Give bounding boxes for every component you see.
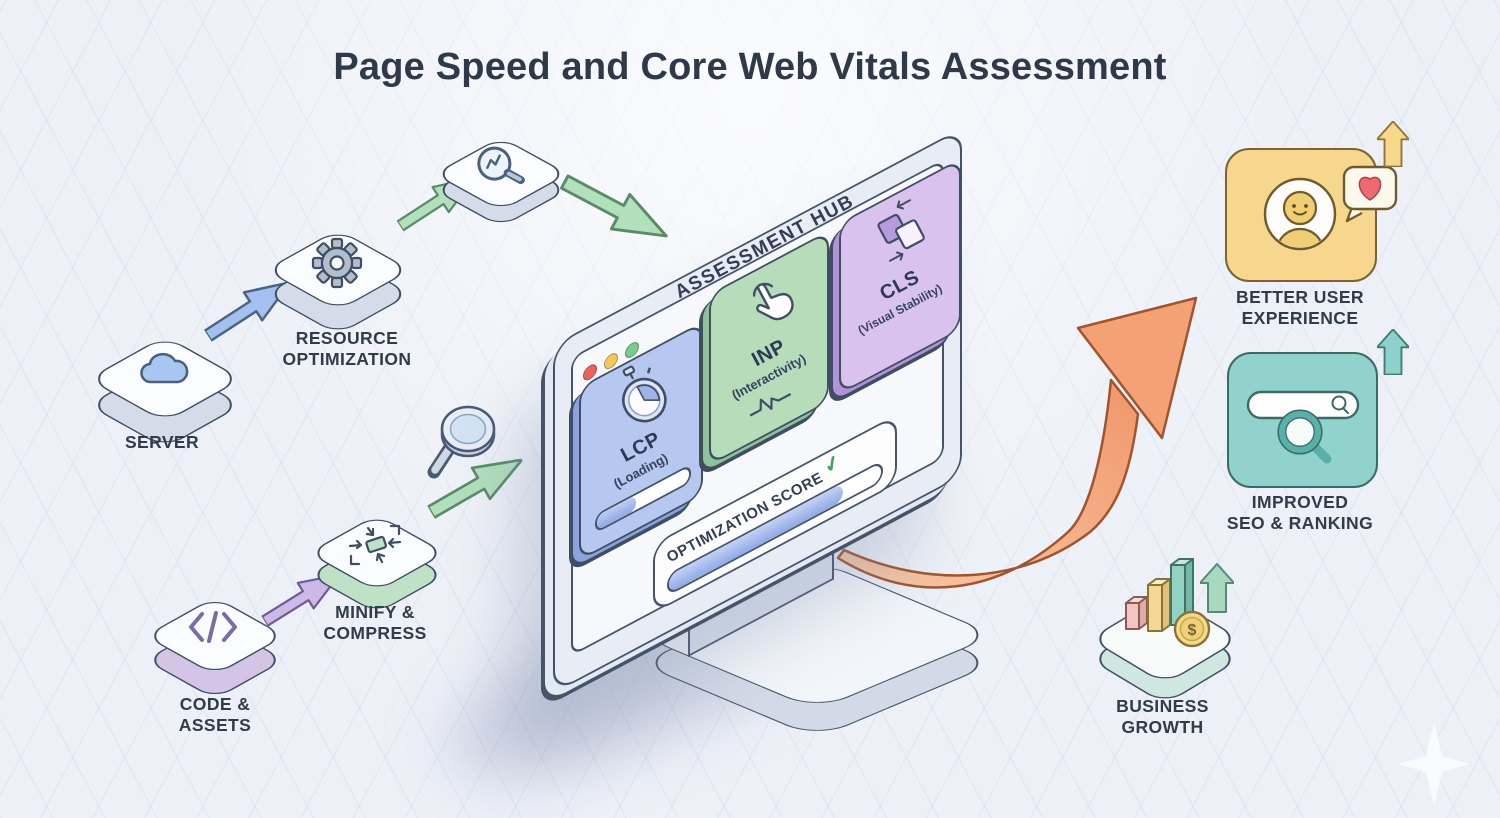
server-label: SERVER: [124, 432, 200, 452]
check-icon: ✓: [819, 449, 847, 479]
bars-coin-icon: $: [1125, 558, 1211, 648]
code-brackets-icon: [189, 611, 237, 643]
layout-shift-icon: [877, 199, 925, 262]
up-arrow-teal-icon: [1377, 329, 1409, 375]
arrow-audit-to-monitor: [560, 174, 668, 238]
arrow-server-to-resource: [203, 281, 292, 342]
magnifier-chart-icon: [477, 146, 525, 185]
minify-compress-label: MINIFY & COMPRESS: [323, 602, 427, 643]
heart-bubble-icon: [1342, 165, 1398, 223]
assessment-monitor: ASSESSMENT HUB LCP (Loading) INP (Intera…: [553, 127, 962, 695]
sparkle-icon: [1398, 722, 1470, 806]
code-assets-label: CODE & ASSETS: [178, 694, 252, 735]
tap-icon: [752, 282, 794, 321]
business-growth-label: BUSINESS GROWTH: [1116, 696, 1209, 737]
magnifier-3d-icon: [427, 405, 496, 479]
seo-ranking-label: IMPROVED SEO & RANKING: [1226, 492, 1374, 533]
user-experience-label: BETTER USER EXPERIENCE: [1236, 287, 1364, 328]
cls-card: CLS (Visual Stability): [839, 158, 961, 395]
search-bar-icon: [1246, 390, 1360, 464]
up-arrow-yellow-icon: [1377, 121, 1409, 167]
page-title: Page Speed and Core Web Vitals Assessmen…: [333, 46, 1167, 88]
up-arrow-green-icon: [1200, 563, 1234, 613]
resource-optimization-label: RESOURCE OPTIMIZATION: [282, 328, 412, 369]
stopwatch-icon: [622, 365, 667, 423]
svg-text:$: $: [1188, 622, 1197, 639]
inp-card: INP (Interactivity): [709, 230, 829, 467]
growth-swoosh-arrow: [836, 296, 1198, 589]
arrow-code-to-minify: [260, 573, 341, 627]
cloud-icon: [140, 352, 189, 384]
lcp-card: LCP (Loading): [579, 321, 703, 562]
arrow-minify-to-monitor: [426, 458, 524, 520]
smiley-avatar-icon: [1263, 177, 1337, 251]
pulse-line-icon: [749, 393, 792, 417]
compress-icon: [348, 524, 402, 566]
gear-icon: [311, 237, 363, 289]
